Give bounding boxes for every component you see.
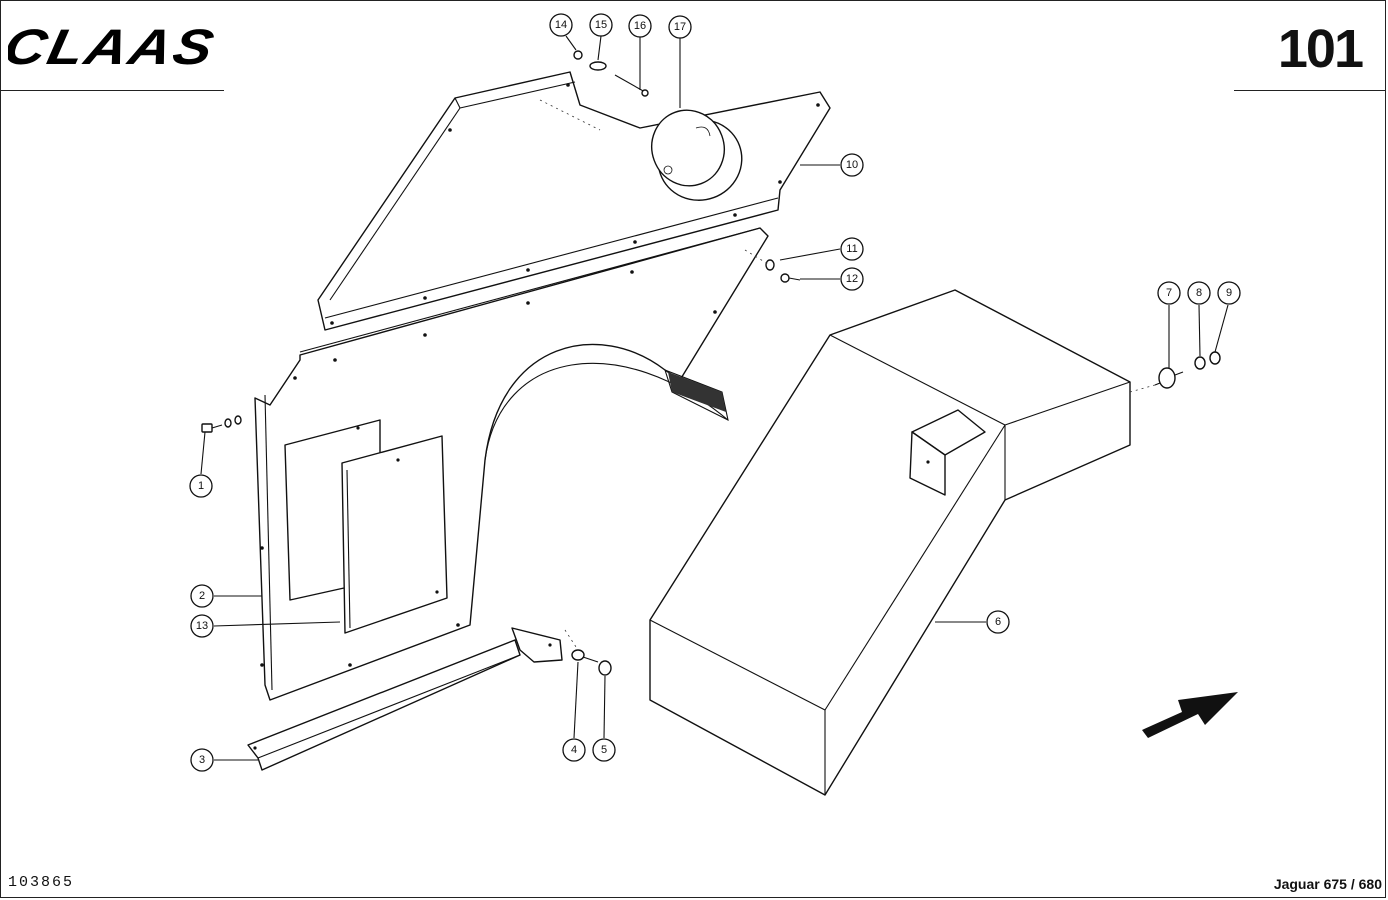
svg-text:8: 8 — [1196, 287, 1202, 299]
svg-text:14: 14 — [555, 19, 567, 31]
callout-14: 14 — [549, 13, 573, 37]
callout-13: 13 — [190, 614, 214, 638]
assembly-lines — [539, 99, 769, 651]
svg-text:4: 4 — [571, 744, 577, 756]
svg-text:9: 9 — [1226, 287, 1232, 299]
header-rule-left — [0, 90, 224, 91]
inner-plate-part-13 — [284, 419, 448, 634]
callout-10: 10 — [840, 153, 864, 177]
callout-4: 4 — [562, 738, 586, 762]
callout-12: 12 — [840, 267, 864, 291]
callout-8: 8 — [1187, 281, 1211, 305]
svg-text:5: 5 — [601, 744, 607, 756]
svg-text:1: 1 — [198, 480, 204, 492]
svg-text:2: 2 — [199, 590, 205, 602]
drawing-number: 103865 — [8, 874, 75, 891]
callout-7: 7 — [1157, 281, 1181, 305]
svg-text:13: 13 — [196, 620, 208, 632]
callout-9: 9 — [1217, 281, 1241, 305]
callout-17: 17 — [668, 15, 692, 39]
callout-6: 6 — [986, 610, 1010, 634]
page-number: 101 — [1277, 19, 1364, 79]
callout-3: 3 — [190, 748, 214, 772]
svg-text:11: 11 — [846, 243, 857, 255]
claas-logo: CLAAS — [8, 22, 221, 72]
svg-text:17: 17 — [674, 21, 686, 33]
svg-text:10: 10 — [846, 159, 858, 171]
header-rule-right — [1234, 90, 1386, 91]
model-name: Jaguar 675 / 680 — [1273, 876, 1382, 892]
round-cover-part-17 — [651, 109, 743, 201]
callout-15: 15 — [589, 13, 613, 37]
callout-11: 11 — [840, 237, 864, 261]
svg-text:16: 16 — [634, 20, 646, 32]
claas-logo-text: CLAAS — [8, 22, 221, 72]
callout-1: 1 — [189, 474, 213, 498]
svg-text:15: 15 — [595, 19, 607, 31]
callout-5: 5 — [592, 738, 616, 762]
direction-arrow — [1142, 692, 1238, 738]
svg-text:7: 7 — [1166, 287, 1172, 299]
svg-text:6: 6 — [995, 616, 1001, 628]
svg-text:3: 3 — [199, 754, 205, 766]
housing-box-part-6 — [649, 289, 1131, 796]
callout-16: 16 — [628, 14, 652, 38]
callout-2: 2 — [190, 584, 214, 608]
leader-lines — [200, 35, 1229, 761]
fasteners — [201, 50, 1221, 676]
svg-text:12: 12 — [846, 273, 858, 285]
lower-rail-part-3 — [247, 627, 563, 771]
